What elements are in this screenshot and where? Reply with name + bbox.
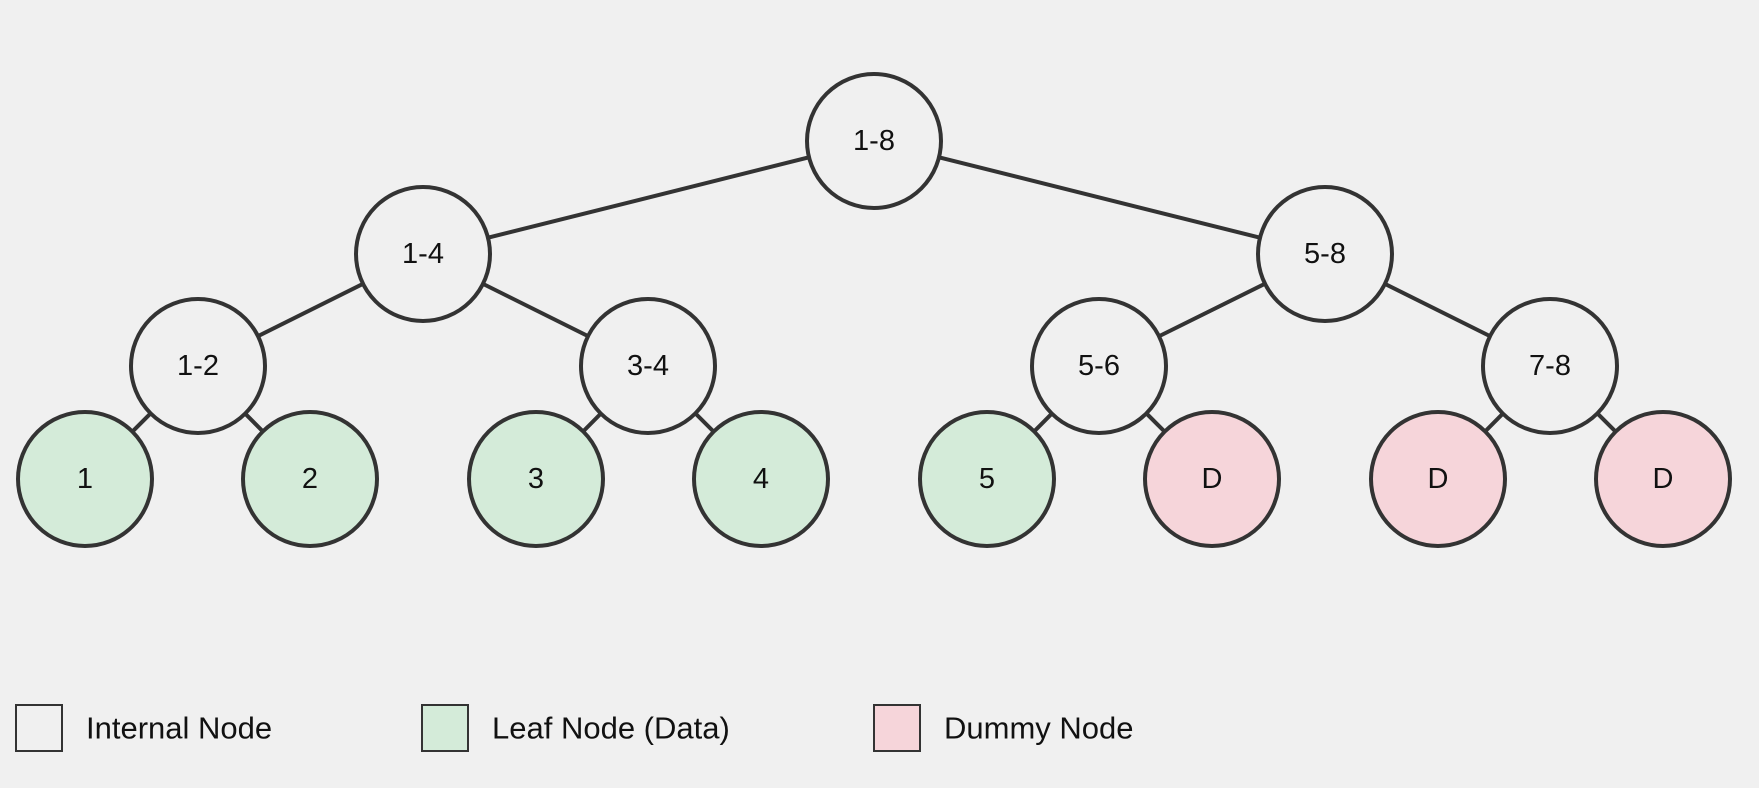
- nodes: 1-8 1-4 5-8 1-2 3-4 5-6 7-8 1 2 3 4 5 D D D: [16, 72, 1732, 548]
- node-label: 5-6: [1078, 350, 1120, 382]
- node-label: 1: [77, 463, 93, 495]
- leaf-node-circle: [241, 410, 379, 548]
- edge-n18-n58: [873, 139, 1326, 256]
- internal-node: 5-6: [1030, 297, 1168, 435]
- internal-node: 1-8: [805, 72, 943, 210]
- dummy-node: D: [1369, 410, 1507, 548]
- node-label: 1-2: [177, 350, 219, 382]
- legend-item-leaf: Leaf Node (Data): [421, 704, 730, 752]
- internal-node: 1-2: [129, 297, 267, 435]
- legend-label: Dummy Node: [944, 711, 1134, 746]
- internal-node: 1-4: [354, 185, 492, 323]
- node-label: 5-8: [1304, 238, 1346, 270]
- legend-swatch-dummy: [873, 704, 921, 752]
- leaf-node: 4: [692, 410, 830, 548]
- node-label: D: [1202, 463, 1223, 495]
- internal-node-circle: [805, 72, 943, 210]
- dummy-node: D: [1143, 410, 1281, 548]
- internal-node-circle: [1030, 297, 1168, 435]
- edge-n18-n14: [422, 139, 875, 256]
- legend-swatch-leaf: [421, 704, 469, 752]
- node-label: 2: [302, 463, 318, 495]
- node-label: D: [1428, 463, 1449, 495]
- internal-node: 5-8: [1256, 185, 1394, 323]
- leaf-node: 5: [918, 410, 1056, 548]
- legend-swatch-internal: [15, 704, 63, 752]
- internal-node-circle: [579, 297, 717, 435]
- legend-label: Internal Node: [86, 711, 272, 746]
- leaf-node: 2: [241, 410, 379, 548]
- node-label: 3: [528, 463, 544, 495]
- node-label: 1-8: [853, 125, 895, 157]
- node-label: 4: [753, 463, 769, 495]
- internal-node-circle: [354, 185, 492, 323]
- internal-node-circle: [1481, 297, 1619, 435]
- internal-node: 7-8: [1481, 297, 1619, 435]
- internal-node-circle: [1256, 185, 1394, 323]
- internal-node: 3-4: [579, 297, 717, 435]
- internal-node-circle: [129, 297, 267, 435]
- node-label: 3-4: [627, 350, 669, 382]
- dummy-node-circle: [1369, 410, 1507, 548]
- legend-label: Leaf Node (Data): [492, 711, 730, 746]
- legend-item-dummy: Dummy Node: [873, 704, 1134, 752]
- node-label: 1-4: [402, 238, 444, 270]
- leaf-node-circle: [467, 410, 605, 548]
- legend-item-internal: Internal Node: [15, 704, 272, 752]
- node-label: 5: [979, 463, 995, 495]
- node-label: 7-8: [1529, 350, 1571, 382]
- dummy-node: D: [1594, 410, 1732, 548]
- leaf-node-circle: [692, 410, 830, 548]
- leaf-node-circle: [16, 410, 154, 548]
- leaf-node: 1: [16, 410, 154, 548]
- dummy-node-circle: [1594, 410, 1732, 548]
- node-label: D: [1653, 463, 1674, 495]
- leaf-node-circle: [918, 410, 1056, 548]
- dummy-node-circle: [1143, 410, 1281, 548]
- legend: Internal Node Leaf Node (Data) Dummy Node: [15, 704, 1134, 752]
- leaf-node: 3: [467, 410, 605, 548]
